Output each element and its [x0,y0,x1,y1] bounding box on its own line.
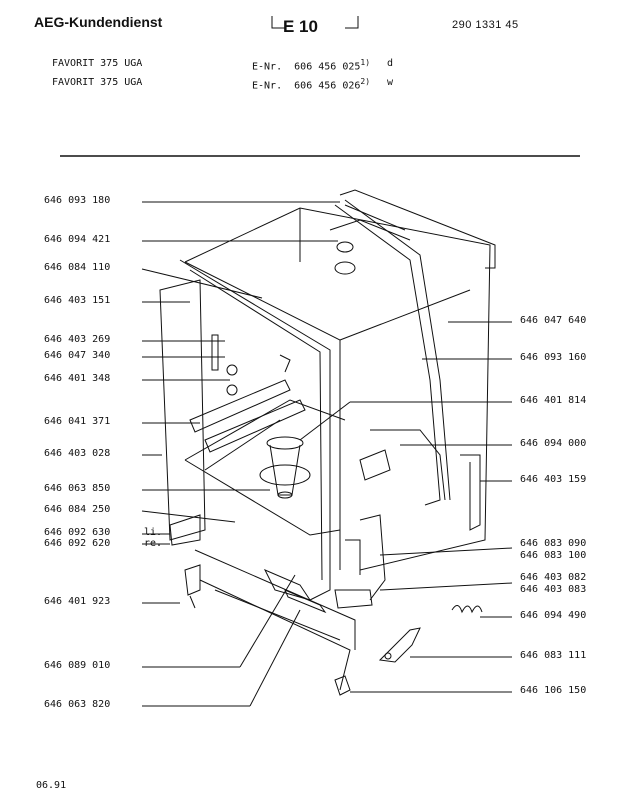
part-number-label: 646 403 159 [520,474,587,485]
variant-2: w [387,77,394,88]
spring-latch [378,605,483,663]
cabinet-body [184,207,491,571]
part-number-label: 646 092 620 [44,538,111,549]
part-number-label: 646 041 371 [44,416,111,427]
enr-1: E-Nr. 606 456 0251) [252,58,370,72]
page-code: E 10 [283,17,318,36]
part-number-label: 646 047 340 [44,350,111,361]
part-number-label: 646 094 000 [520,438,587,449]
enr-2: E-Nr. 606 456 0262) [252,77,370,91]
part-number-label: 646 047 640 [520,315,587,326]
bracket-left [271,16,285,29]
side-label-left: li. [144,527,163,538]
part-number-label: 646 083 100 [520,550,587,561]
side-label-right: re. [144,538,163,549]
part-number-label: 646 083 090 [520,538,587,549]
part-number-label: 646 093 180 [44,195,111,206]
part-number-label: 646 084 110 [44,262,111,273]
part-number-label: 646 403 269 [44,334,111,345]
enr-prefix: E-Nr. [252,61,283,73]
part-number-label: 646 063 850 [44,483,111,494]
document-number: 290 1331 45 [452,19,519,31]
variant-1: d [387,58,394,69]
enr-number: 606 456 026 [294,80,361,92]
footer-date: 06.91 [36,780,67,791]
part-number-label: 646 084 250 [44,504,111,515]
inner-tub [184,399,346,536]
base-plinth [169,514,373,696]
part-number-label: 646 403 082 [520,572,587,583]
bracket-right [345,16,359,29]
part-number-label: 646 093 160 [520,352,587,363]
side-panel-right [345,429,481,601]
model-name-1: FAVORIT 375 UGA [52,58,143,69]
door-frame [159,259,331,601]
enr-note: 2) [360,77,371,86]
part-number-label: 646 401 923 [44,596,111,607]
part-number-label: 646 403 151 [44,295,111,306]
part-number-label: 646 083 111 [520,650,587,661]
part-number-label: 646 403 028 [44,448,111,459]
part-number-label: 646 094 421 [44,234,111,245]
part-number-label: 646 106 150 [520,685,587,696]
spray-arm [266,436,304,499]
part-number-label: 646 089 010 [44,660,111,671]
enr-note: 1) [360,58,371,67]
part-number-label: 646 094 490 [520,610,587,621]
part-number-label: 646 401 348 [44,373,111,384]
part-number-label: 646 401 814 [520,395,587,406]
enr-prefix: E-Nr. [252,80,283,92]
rail-brackets [189,334,306,453]
enr-number: 606 456 025 [294,61,361,73]
part-number-label: 646 063 820 [44,699,111,710]
part-number-label: 646 403 083 [520,584,587,595]
model-name-2: FAVORIT 375 UGA [52,77,143,88]
leader-lines-left [141,201,340,707]
top-rail [334,189,496,506]
part-number-label: 646 092 630 [44,527,111,538]
brand-title: AEG-Kundendienst [34,14,163,30]
